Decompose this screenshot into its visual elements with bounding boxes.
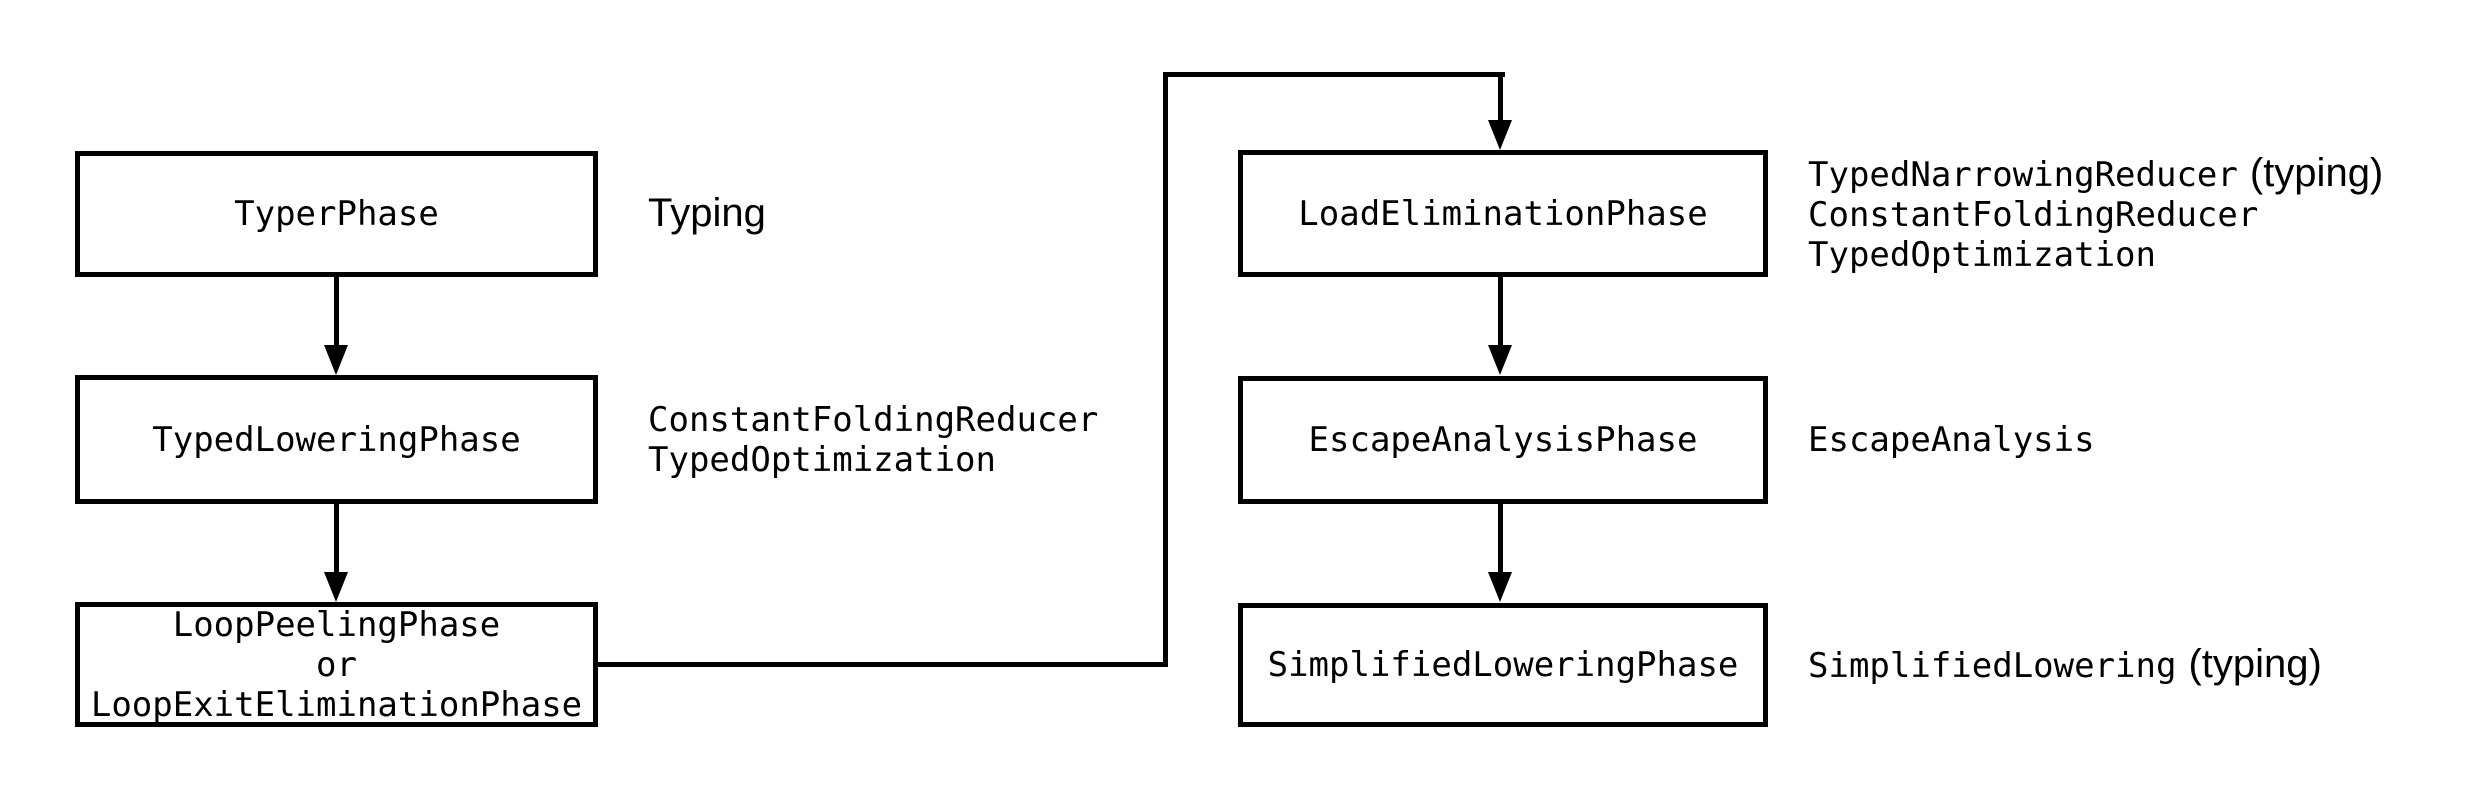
annotation-text: EscapeAnalysis (1808, 420, 2095, 460)
annotation-escape-analysis: EscapeAnalysis (1808, 376, 2095, 504)
arrowhead-down (324, 345, 348, 375)
arrowhead-down (324, 572, 348, 602)
edge-looppeeling-to-loadelimination-segment-horizontal-top (1163, 72, 1505, 77)
annotation-text: SimplifiedLowering (1808, 646, 2177, 686)
annotation-text: ConstantFoldingReducer TypedOptimization (648, 399, 1099, 480)
edge-looppeeling-to-loadelimination-segment-vertical-down (1498, 72, 1503, 122)
edge-loadelimination-to-escapeanalysis-stem (1498, 275, 1503, 347)
node-escape-analysis-phase: EscapeAnalysisPhase (1238, 376, 1768, 504)
node-label: TypedLoweringPhase (152, 419, 521, 460)
annotation-typer: Typing (648, 151, 766, 277)
annotation-text: TypedOptimization (1808, 234, 2156, 275)
node-load-elimination-phase: LoadEliminationPhase (1238, 150, 1768, 277)
annotation-text: TypedNarrowingReducer (1808, 154, 2238, 195)
node-simplified-lowering-phase: SimplifiedLoweringPhase (1238, 603, 1768, 727)
edge-escapeanalysis-to-simplifiedlowering-stem (1498, 502, 1503, 574)
annotation-text-parenthetical: (typing) (2249, 150, 2384, 195)
node-label: TyperPhase (234, 194, 439, 234)
edge-typedlowering-to-looppeeling-stem (334, 502, 339, 574)
annotation-load-elimination: TypedNarrowingReducer (typing) ConstantFo… (1808, 150, 2383, 277)
arrowhead-down (1488, 572, 1512, 602)
annotation-typed-lowering: ConstantFoldingReducer TypedOptimization (648, 375, 1098, 504)
node-typer-phase: TyperPhase (75, 151, 598, 277)
node-label: LoopPeelingPhase or LoopExitEliminationP… (90, 604, 583, 725)
arrowhead-down (1488, 120, 1512, 150)
node-label: SimplifiedLoweringPhase (1267, 645, 1739, 685)
edge-looppeeling-to-loadelimination-segment-vertical-up (1163, 72, 1168, 667)
annotation-simplified-lowering: SimplifiedLowering (typing) (1808, 603, 2322, 727)
arrowhead-down (1488, 345, 1512, 375)
node-label: LoadEliminationPhase (1298, 193, 1708, 234)
annotation-text: Typing (648, 191, 766, 235)
node-typed-lowering-phase: TypedLoweringPhase (75, 375, 598, 504)
node-label: EscapeAnalysisPhase (1308, 420, 1698, 460)
node-loop-peeling-phase: LoopPeelingPhase or LoopExitEliminationP… (75, 602, 598, 727)
annotation-text: ConstantFoldingReducer (1808, 194, 2259, 235)
annotation-text-parenthetical: (typing) (2188, 642, 2322, 686)
edge-looppeeling-to-loadelimination-segment-horizontal-bottom (598, 662, 1168, 667)
edge-typer-to-typedlowering-stem (334, 275, 339, 347)
